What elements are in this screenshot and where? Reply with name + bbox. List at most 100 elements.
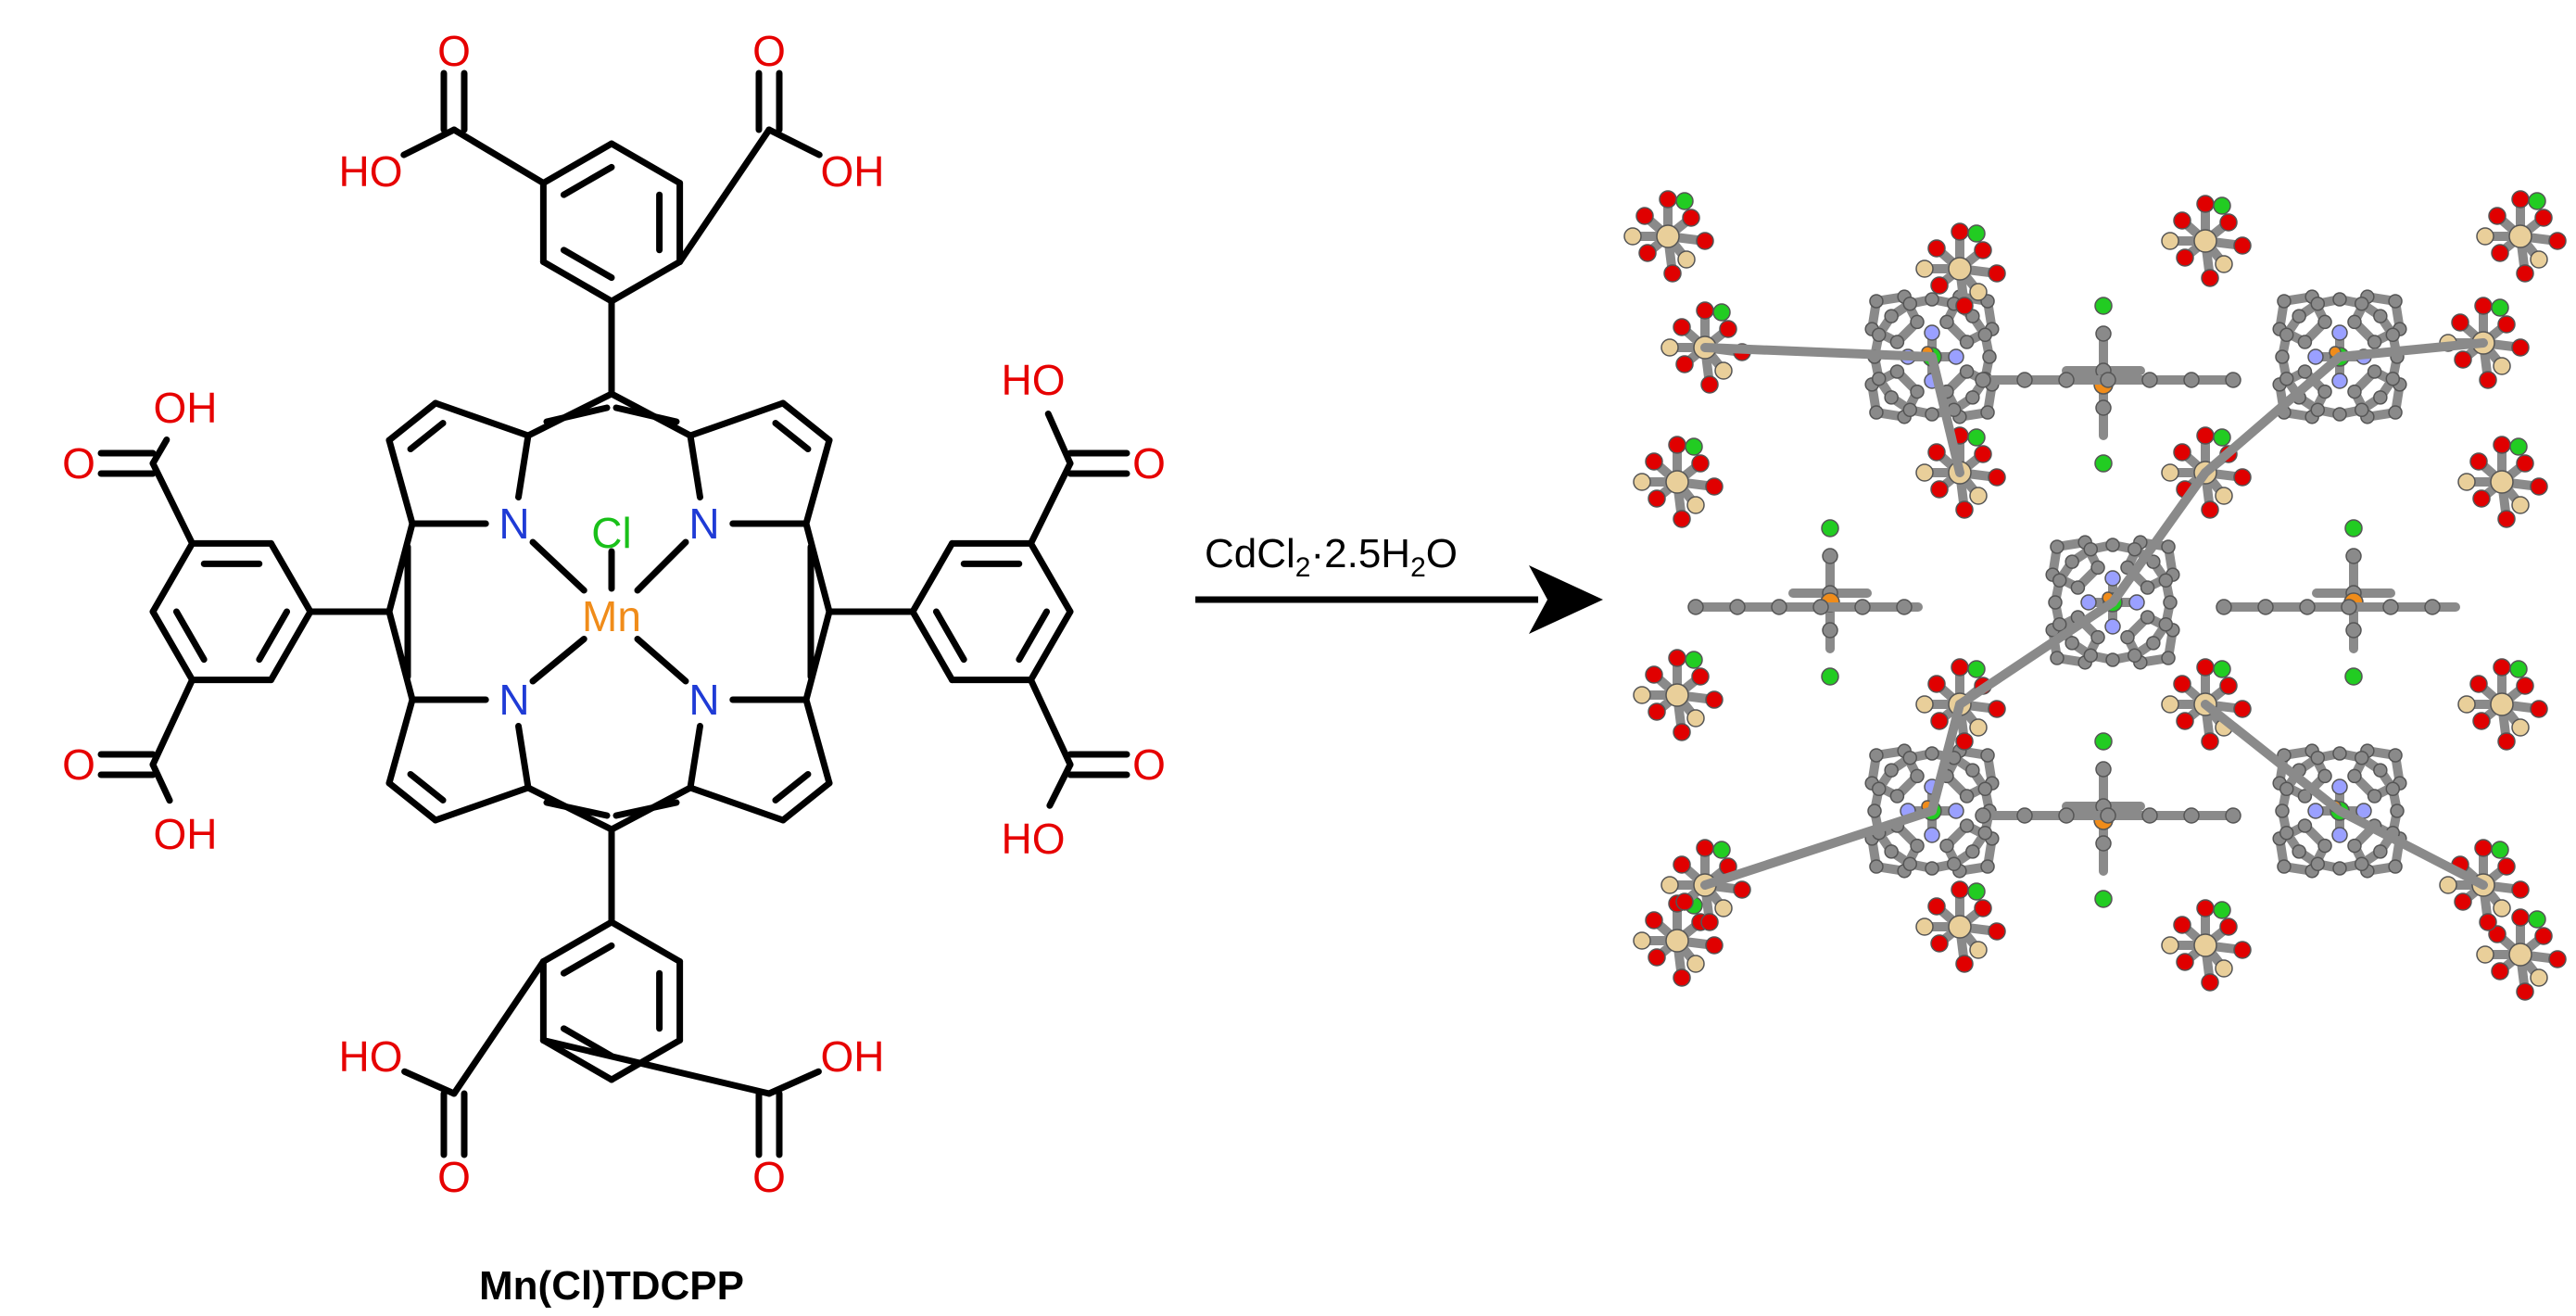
carbon-atom	[2367, 335, 2382, 349]
hydroxyl-label: OH	[154, 384, 218, 432]
carbon-atom	[2083, 541, 2099, 557]
hydroxyl-bond	[1044, 411, 1074, 467]
oxygen-atom	[1700, 375, 1719, 394]
carbon-atom	[1869, 405, 1884, 420]
oxygen-atom	[2516, 982, 2534, 1001]
crystal-bond	[1955, 598, 2117, 709]
chlorine-atom	[1967, 224, 1986, 243]
hydroxyl-label: OH	[154, 810, 218, 858]
porphyrin-unit	[1864, 289, 2000, 424]
carbon-atom	[2058, 807, 2075, 824]
cadmium-atom	[2490, 692, 2514, 716]
linker-strut	[1975, 807, 2241, 824]
aromatic-bond-inner	[172, 608, 208, 664]
carbon-atom	[1939, 838, 1954, 854]
cadmium-atom	[1948, 915, 1972, 939]
carboxyl-right-bottom: OHO	[1002, 677, 1166, 863]
carbon-atom	[2299, 599, 2316, 615]
chlorine-atom	[1712, 303, 1731, 322]
pyrrole-bond	[687, 784, 787, 824]
nitrogen-atom	[2331, 778, 2348, 795]
oxygen-atom	[2534, 927, 2553, 945]
oxygen-atom	[1969, 487, 1988, 505]
oxygen-atom	[1633, 473, 1651, 491]
aromatic-bond	[608, 140, 684, 186]
oxygen-atom	[2534, 209, 2553, 227]
framework-connector	[2108, 468, 2210, 607]
hydroxyl-label: OH	[821, 147, 885, 196]
framework-connector	[1700, 343, 1937, 361]
carbon-atom	[2225, 807, 2241, 824]
carbon-atom	[1871, 371, 1887, 386]
carboxyl-bond	[539, 1037, 773, 1097]
oxygen-atom	[2493, 899, 2511, 917]
carbon-atom	[2297, 789, 2313, 804]
chlorine-atom	[1685, 437, 1703, 456]
carbon-atom	[1959, 789, 1975, 804]
carbon-atom	[2090, 560, 2105, 576]
nitrogen-atom	[1924, 827, 1940, 843]
aromatic-bond	[608, 1037, 684, 1083]
chlorine-atom	[1712, 841, 1731, 859]
oxygen-atom	[1673, 318, 1691, 336]
pyrrole-bond	[515, 432, 532, 500]
aromatic-bond	[539, 918, 615, 965]
oxygen-atom	[2479, 913, 2497, 931]
carbon-atom	[1959, 335, 1975, 349]
carbon-atom	[1925, 407, 1939, 422]
carbon-atom	[2070, 580, 2086, 595]
oxygen-atom	[2472, 712, 2491, 730]
carbon-atom	[2424, 599, 2441, 615]
hydroxyl-bond	[765, 126, 823, 158]
carboxyl-bottom-left: OHO	[339, 958, 547, 1201]
oxygen-atom	[2173, 675, 2191, 693]
carbon-atom	[2065, 636, 2079, 651]
hydroxyl-bond	[401, 1068, 458, 1097]
carbon-atom	[2052, 573, 2067, 588]
carbon-atom	[2016, 807, 2033, 824]
carbon-atom	[2183, 807, 2200, 824]
chlorine-atom	[2509, 437, 2528, 456]
pyrrole-bond	[432, 399, 532, 439]
cadmium-cluster	[2457, 658, 2548, 751]
reaction-arrow: CdCl2·2.5H2O	[1195, 531, 1603, 634]
carbon-atom	[2065, 554, 2079, 569]
oxygen-atom	[1714, 361, 1733, 380]
oxygen-atom	[1673, 968, 1691, 987]
chlorine-atom	[1967, 660, 1986, 678]
carbon-atom	[1975, 807, 1991, 824]
oxygen-atom	[2548, 950, 2567, 968]
pyrrole-bond	[779, 399, 833, 444]
phenyl-right	[909, 539, 1074, 684]
carbon-atom	[1910, 384, 1925, 399]
carbon-atom	[2354, 402, 2369, 418]
carbon-atom	[1977, 825, 1993, 841]
pyrrole-bond-inner	[772, 770, 812, 804]
chlorine-atom	[2491, 298, 2509, 317]
oxygen-atom	[1969, 718, 1988, 737]
oxygen-atom	[2488, 207, 2507, 225]
carbon-atom	[2317, 768, 2332, 784]
nitrogen-atom	[1948, 348, 1964, 365]
carbon-atom	[1687, 599, 1704, 615]
aromatic-bond	[1028, 539, 1074, 615]
phenyl-top	[539, 140, 684, 305]
framework-connector	[2201, 352, 2344, 477]
nitrogen-atom	[2128, 594, 2145, 611]
oxygen-atom	[1635, 207, 1654, 225]
carbon-atom	[2095, 399, 2112, 416]
carbon-atom	[2279, 371, 2294, 386]
oxygen-atom	[2176, 953, 2194, 971]
chlorine-atom	[2344, 519, 2363, 538]
oxygen-atom	[1686, 709, 1705, 728]
pyrrole-top-right	[687, 399, 833, 527]
carboxyl-bond	[149, 460, 196, 547]
carbon-atom	[2347, 384, 2362, 399]
carbon-atom	[1965, 763, 1980, 778]
crystal-bond	[2201, 352, 2344, 477]
carbon-atom	[2341, 599, 2357, 615]
bond	[612, 404, 680, 425]
oxygen-atom	[2439, 876, 2457, 894]
carbon-atom	[1925, 292, 1939, 307]
carbon-atom	[2388, 748, 2403, 763]
